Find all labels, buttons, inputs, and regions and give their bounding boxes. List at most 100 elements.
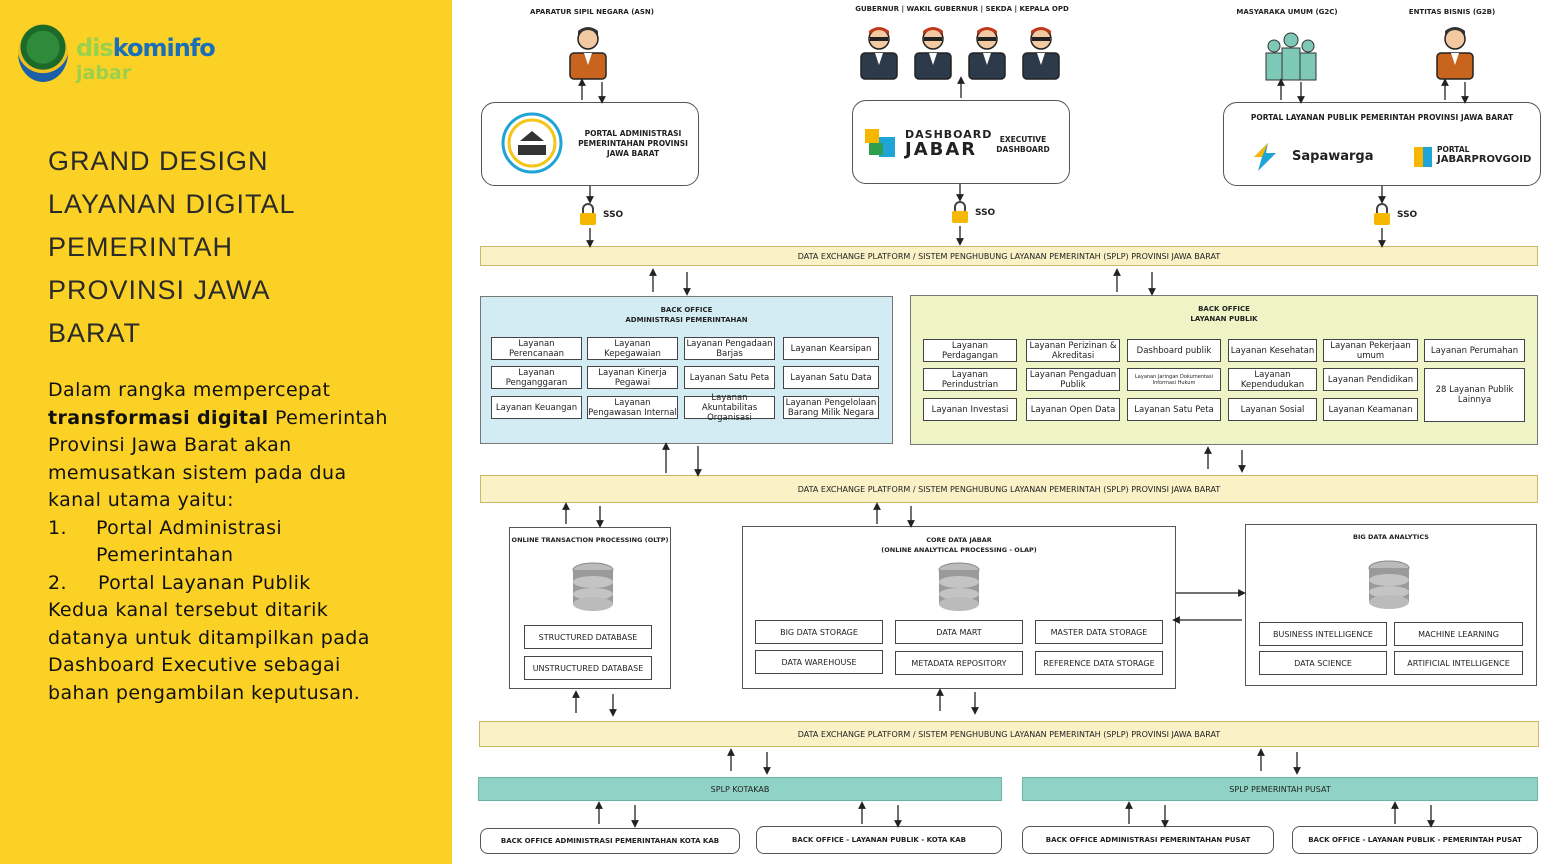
actor-g2b-label: ENTITAS BISNIS (G2B) <box>1408 8 1496 16</box>
list-item: 1.Portal Administrasi Pemerintahan <box>48 516 283 567</box>
executive-dashboard-label: EXECUTIVE DASHBOARD <box>996 135 1050 154</box>
core-component[interactable]: DATA MART <box>895 620 1023 644</box>
logo-kominfo: kominfo <box>112 34 216 62</box>
analytics-component[interactable]: MACHINE LEARNING <box>1394 622 1523 646</box>
public-service[interactable]: Dashboard publik <box>1127 339 1221 362</box>
public-service[interactable]: Layanan Pekerjaan umum <box>1323 339 1418 362</box>
admin-service[interactable]: Layanan Pengawasan Internal <box>587 396 678 419</box>
intro-bold: transformasi digital <box>48 406 269 429</box>
public-service[interactable]: Layanan Perindustrian <box>923 368 1017 391</box>
sso-lock-icon <box>1374 203 1390 225</box>
public-service[interactable]: Layanan Pendidikan <box>1323 368 1418 391</box>
public-service[interactable]: Layanan Kependudukan <box>1228 368 1317 391</box>
admin-service[interactable]: Layanan Satu Data <box>783 366 879 389</box>
admin-service[interactable]: Layanan Penganggaran <box>491 366 582 389</box>
back-office-public-title: BACK OFFICE LAYANAN PUBLIK <box>1190 305 1258 323</box>
page-title: GRAND DESIGN LAYANAN DIGITAL PEMERINTAH … <box>48 140 348 355</box>
community-people-icon <box>1265 32 1317 81</box>
portal-admin-box[interactable]: PORTAL ADMINISTRASI PEMERINTAHAN PROVINS… <box>481 102 699 186</box>
title-line: GRAND DESIGN <box>48 146 269 176</box>
core-component[interactable]: MASTER DATA STORAGE <box>1035 620 1163 644</box>
title-line: BARAT <box>48 318 142 348</box>
public-service[interactable]: Layanan Pengaduan Publik <box>1026 368 1120 391</box>
big-data-analytics-title: BIG DATA ANALYTICS <box>1353 533 1429 541</box>
core-component[interactable]: DATA WAREHOUSE <box>755 650 883 674</box>
admin-service[interactable]: Layanan Akuntabilitas Organisasi <box>684 393 775 423</box>
public-service[interactable]: Layanan Jaringan Dokumentasi Informasi H… <box>1127 368 1221 391</box>
jabar-word: JABAR <box>905 139 978 160</box>
database-icon <box>938 562 980 611</box>
jabarprov-icon <box>1414 147 1432 167</box>
bottom-back-office[interactable]: BACK OFFICE ADMINISTRASI PEMERINTAHAN KO… <box>480 828 740 854</box>
jabarprov-portal-label: PORTAL <box>1437 145 1470 154</box>
dashboard-logo-icon <box>865 129 895 157</box>
sso-label: SSO <box>1397 210 1418 220</box>
public-service[interactable]: Layanan Kesehatan <box>1228 339 1317 362</box>
portal-public-box[interactable]: PORTAL LAYANAN PUBLIK PEMERINTAH PROVINS… <box>1223 102 1541 186</box>
intro-part: Pemerintah Provinsi Jawa Barat akan memu… <box>48 406 388 512</box>
bottom-back-office[interactable]: BACK OFFICE - LAYANAN PUBLIK - KOTA KAB <box>756 826 1002 854</box>
title-line: LAYANAN DIGITAL <box>48 189 296 219</box>
public-service[interactable]: Layanan Satu Peta <box>1127 398 1221 421</box>
public-service[interactable]: Layanan Perdagangan <box>923 339 1017 362</box>
portal-admin-icon <box>501 112 563 174</box>
data-exchange-band-middle: DATA EXCHANGE PLATFORM / SISTEM PENGHUBU… <box>480 475 1538 503</box>
public-service[interactable]: Layanan Perumahan <box>1424 339 1525 362</box>
sso-label: SSO <box>603 210 624 220</box>
asn-person-icon <box>569 27 607 80</box>
logo-region: jabar <box>76 62 132 84</box>
portal-public-label: PORTAL LAYANAN PUBLIK PEMERINTAH PROVINS… <box>1250 113 1514 122</box>
sso-lock-icon <box>580 203 596 225</box>
sso-label: SSO <box>975 208 996 218</box>
admin-service[interactable]: Layanan Kinerja Pegawai <box>587 366 678 389</box>
sapawarga-label: Sapawarga <box>1292 149 1374 164</box>
core-component[interactable]: REFERENCE DATA STORAGE <box>1035 651 1163 675</box>
admin-service[interactable]: Layanan Perencanaan <box>491 337 582 360</box>
sapawarga-icon <box>1254 143 1276 171</box>
title-line: PROVINSI JAWA <box>48 275 271 305</box>
structured-database[interactable]: STRUCTURED DATABASE <box>524 625 652 649</box>
actor-g2c-label: MASYARAKA UMUM (G2C) <box>1236 8 1338 16</box>
public-service[interactable]: Layanan Open Data <box>1026 398 1120 421</box>
public-service[interactable]: Layanan Sosial <box>1228 398 1317 421</box>
exec-person-icon <box>914 27 952 80</box>
public-service[interactable]: 28 Layanan Publik Lainnya <box>1424 368 1525 422</box>
actor-exec-label: GUBERNUR | WAKIL GUBERNUR | SEKDA | KEPA… <box>855 5 1069 13</box>
database-icon <box>572 562 614 611</box>
exec-person-icon <box>1022 27 1060 80</box>
public-service[interactable]: Layanan Investasi <box>923 398 1017 421</box>
logo-dis: dis <box>76 34 114 62</box>
admin-service[interactable]: Layanan Kepegawaian <box>587 337 678 360</box>
admin-service[interactable]: Layanan Kearsipan <box>783 337 879 360</box>
analytics-component[interactable]: ARTIFICIAL INTELLIGENCE <box>1394 651 1523 675</box>
core-component[interactable]: BIG DATA STORAGE <box>755 620 883 644</box>
oltp-title: ONLINE TRANSACTION PROCESSING (OLTP) <box>511 536 669 544</box>
public-service[interactable]: Layanan Keamanan <box>1323 398 1418 421</box>
admin-service[interactable]: Layanan Pengadaan Barjas <box>684 337 775 360</box>
public-service[interactable]: Layanan Perizinan & Akreditasi <box>1026 339 1120 362</box>
analytics-component[interactable]: BUSINESS INTELLIGENCE <box>1259 622 1387 646</box>
business-person-icon <box>1436 27 1474 80</box>
list-item: 2.Portal Layanan Publik <box>48 571 311 594</box>
left-panel: diskominfo jabar GRAND DESIGN LAYANAN DI… <box>0 0 452 864</box>
dashboard-box[interactable]: DASHBOARD JABAR EXECUTIVE DASHBOARD <box>852 100 1070 184</box>
admin-service[interactable]: Layanan Keuangan <box>491 396 582 419</box>
admin-service[interactable]: Layanan Pengelolaan Barang Milik Negara <box>783 396 879 419</box>
intro-text: Dalam rangka mempercepat transformasi di… <box>48 377 393 707</box>
analytics-component[interactable]: DATA SCIENCE <box>1259 651 1387 675</box>
portal-admin-label: PORTAL ADMINISTRASI PEMERINTAHAN PROVINS… <box>578 129 688 158</box>
core-component[interactable]: METADATA REPOSITORY <box>895 651 1023 675</box>
diskominfo-logo: diskominfo jabar <box>18 24 218 88</box>
jabarprov-name: JABARPROVGOID <box>1437 154 1532 165</box>
intro-closing: Kedua kanal tersebut ditarik datanya unt… <box>48 599 370 704</box>
actor-asn-label: APARATUR SIPIL NEGARA (ASN) <box>530 8 654 16</box>
unstructured-database[interactable]: UNSTRUCTURED DATABASE <box>524 656 652 680</box>
sso-lock-icon <box>952 201 968 223</box>
architecture-diagram: APARATUR SIPIL NEGARA (ASN) GUBERNUR | W… <box>452 0 1552 864</box>
bottom-back-office[interactable]: BACK OFFICE - LAYANAN PUBLIK - PEMERINTA… <box>1292 826 1538 854</box>
admin-service[interactable]: Layanan Satu Peta <box>684 366 775 389</box>
title-line: PEMERINTAH <box>48 232 234 262</box>
bottom-back-office[interactable]: BACK OFFICE ADMINISTRASI PEMERINTAHAN PU… <box>1022 826 1274 854</box>
data-exchange-band-bottom: DATA EXCHANGE PLATFORM / SISTEM PENGHUBU… <box>479 721 1539 747</box>
splp-pusat-band: SPLP PEMERINTAH PUSAT <box>1022 777 1538 801</box>
